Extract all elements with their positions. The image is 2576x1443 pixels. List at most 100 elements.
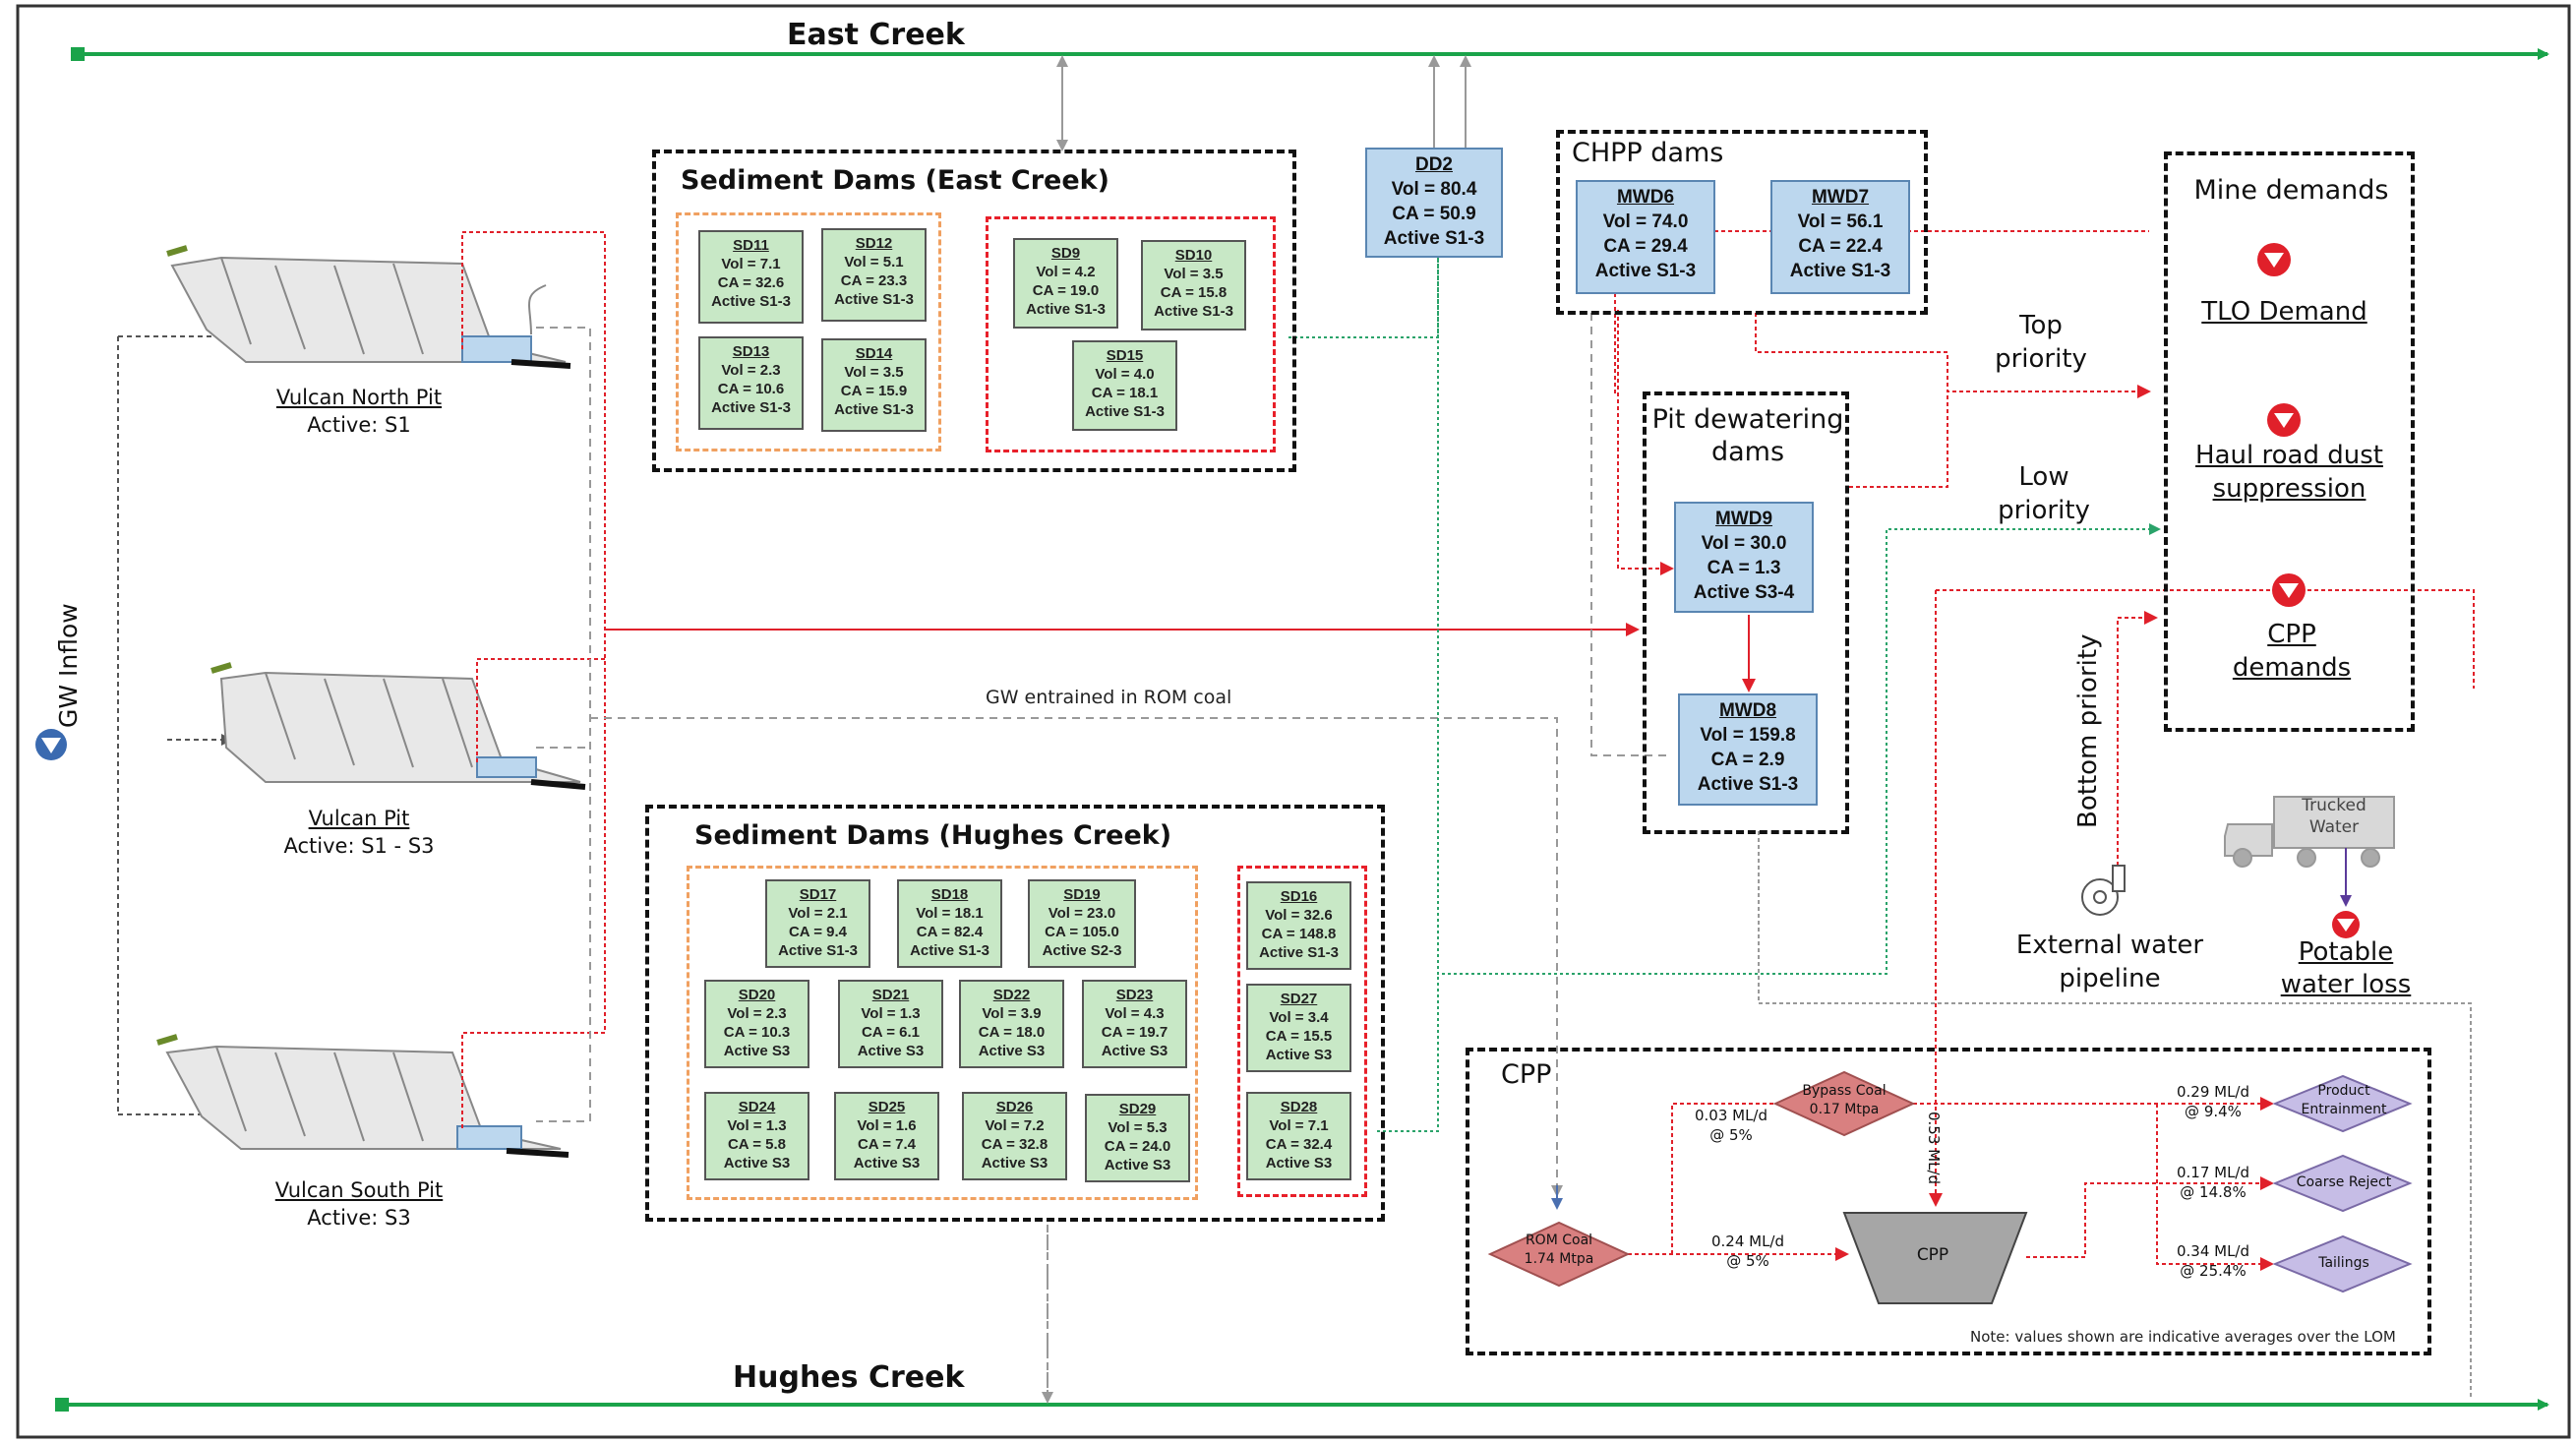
group-title: Sediment Dams (East Creek) (681, 165, 1109, 196)
dam-sd28[interactable]: SD28 Vol = 7.1 CA = 32.4 Active S3 (1246, 1092, 1351, 1180)
sediment-dams-east-group: Sediment Dams (East Creek) (652, 150, 1296, 472)
dam-active: Active S1-3 (834, 401, 914, 418)
gw-entrained-label: GW entrained in ROM coal (986, 687, 1232, 708)
dam-sd25[interactable]: SD25 Vol = 1.6 CA = 7.4 Active S3 (834, 1092, 939, 1180)
dam-vol: Vol = 23.0 (1048, 905, 1116, 922)
dam-sd12[interactable]: SD12 Vol = 5.1 CA = 23.3 Active S1-3 (821, 228, 927, 322)
dam-name: MWD9 (1714, 509, 1773, 529)
dam-name: MWD7 (1811, 187, 1870, 208)
chpp-dams-group: CHPP dams (1556, 130, 1928, 315)
dam-active: Active S3 (723, 1043, 791, 1059)
dam-name: SD14 (855, 345, 893, 362)
sediment-dams-hughes-group: Sediment Dams (Hughes Creek) (645, 805, 1385, 1222)
dam-ca: CA = 105.0 (1045, 924, 1119, 940)
east-creek-line (71, 47, 2549, 61)
trucked-water-label: Trucked Water (2274, 795, 2394, 838)
dam-active: Active S3 (1101, 1043, 1168, 1059)
dam-mwd8[interactable]: MWD8 Vol = 159.8 CA = 2.9 Active S1-3 (1678, 693, 1818, 806)
dam-active: Active S3 (978, 1043, 1046, 1059)
dam-name: SD27 (1280, 991, 1318, 1007)
dam-vol: Vol = 7.1 (1269, 1117, 1329, 1134)
pit-active: Active: S3 (307, 1206, 411, 1230)
dam-sd21[interactable]: SD21 Vol = 1.3 CA = 6.1 Active S3 (838, 980, 943, 1068)
dam-active: Active S1-3 (778, 942, 858, 959)
bypass-coal-label: Bypass Coal 0.17 Mtpa (1780, 1082, 1908, 1119)
haul-road-line2: suppression (2212, 474, 2366, 504)
dam-name: SD15 (1106, 347, 1144, 364)
dam-ca: CA = 2.9 (1710, 750, 1785, 770)
dam-sd16[interactable]: SD16 Vol = 32.6 CA = 148.8 Active S1-3 (1246, 881, 1351, 970)
dam-name: SD12 (855, 235, 893, 252)
dam-vol: Vol = 1.6 (857, 1117, 917, 1134)
potable-line2: water loss (2280, 970, 2412, 999)
dam-active: Active S1-3 (1259, 944, 1339, 961)
dam-sd23[interactable]: SD23 Vol = 4.3 CA = 19.7 Active S3 (1082, 980, 1187, 1068)
dam-active: Active S3 (1104, 1157, 1171, 1173)
dam-sd14[interactable]: SD14 Vol = 3.5 CA = 15.9 Active S1-3 (821, 338, 927, 432)
dam-ca: CA = 18.0 (978, 1024, 1046, 1041)
dam-active: Active S3 (857, 1043, 925, 1059)
outer-frame (16, 4, 2571, 1439)
dam-sd17[interactable]: SD17 Vol = 2.1 CA = 9.4 Active S1-3 (765, 879, 870, 968)
rom-line1: ROM Coal (1525, 1233, 1593, 1248)
dam-sd19[interactable]: SD19 Vol = 23.0 CA = 105.0 Active S2-3 (1028, 879, 1136, 968)
haul-road-icon (2267, 403, 2301, 437)
dam-sd15[interactable]: SD15 Vol = 4.0 CA = 18.1 Active S1-3 (1072, 340, 1177, 431)
dam-sd20[interactable]: SD20 Vol = 2.3 CA = 10.3 Active S3 (704, 980, 809, 1068)
cpp-note: Note: values shown are indicative averag… (1970, 1328, 2396, 1346)
dam-name: SD13 (732, 343, 770, 360)
coarse-reject-diamond (2272, 1154, 2413, 1213)
dam-active: Active S1-3 (1594, 261, 1697, 281)
cpp-group: CPP (1466, 1048, 2431, 1355)
dam-mwd6[interactable]: MWD6 Vol = 74.0 CA = 29.4 Active S1-3 (1576, 180, 1715, 294)
dam-sd27[interactable]: SD27 Vol = 3.4 CA = 15.5 Active S3 (1246, 984, 1351, 1072)
haul-road-label: Haul road dust suppression (2174, 439, 2405, 506)
dam-name: SD20 (738, 987, 776, 1003)
flow-label-cpp-demand: 0.53 ML/d (1925, 1112, 1943, 1185)
dam-sd22[interactable]: SD22 Vol = 3.9 CA = 18.0 Active S3 (959, 980, 1064, 1068)
mine-demands-group: Mine demands (2164, 151, 2415, 732)
dam-sd13[interactable]: SD13 Vol = 2.3 CA = 10.6 Active S1-3 (698, 336, 804, 430)
cpp-flows (1628, 1097, 2274, 1271)
dam-sd10[interactable]: SD10 Vol = 3.5 CA = 15.8 Active S1-3 (1141, 240, 1246, 331)
dam-name: SD24 (738, 1099, 776, 1115)
tlo-demand-label: TLO Demand (2201, 297, 2367, 327)
dam-dd2[interactable]: DD2 Vol = 80.4 CA = 50.9 Active S1-3 (1365, 148, 1503, 258)
dam-ca: CA = 15.8 (1160, 284, 1228, 301)
dam-name: SD28 (1280, 1099, 1318, 1115)
red-dam-flows (1617, 310, 2475, 1207)
dam-active: Active S3 (853, 1155, 921, 1172)
truck-icon (2224, 796, 2395, 868)
hughes-creek-label: Hughes Creek (733, 1360, 965, 1395)
dam-sd9[interactable]: SD9 Vol = 4.2 CA = 19.0 Active S1-3 (1013, 238, 1118, 329)
dam-sd24[interactable]: SD24 Vol = 1.3 CA = 5.8 Active S3 (704, 1092, 809, 1180)
dam-active: Active S1-3 (1697, 774, 1799, 795)
dam-vol: Vol = 4.3 (1105, 1005, 1165, 1022)
east-creek-label: East Creek (787, 18, 965, 52)
dam-name: SD26 (995, 1099, 1034, 1115)
vulcan-north-pit-sketch (166, 245, 571, 369)
potable-water-loss-label: Potable water loss (2262, 936, 2429, 1001)
rom-coal-label: ROM Coal 1.74 Mtpa (1495, 1232, 1623, 1269)
dam-sd26[interactable]: SD26 Vol = 7.2 CA = 32.8 Active S3 (962, 1092, 1067, 1180)
dam-sd18[interactable]: SD18 Vol = 18.1 CA = 82.4 Active S1-3 (897, 879, 1002, 968)
coarse-reject-label: Coarse Reject (2296, 1174, 2392, 1190)
external-line1: External water (2015, 931, 2204, 960)
dam-mwd9[interactable]: MWD9 Vol = 30.0 CA = 1.3 Active S3-4 (1674, 502, 1814, 613)
dam-vol: Vol = 4.0 (1095, 366, 1155, 383)
dam-mwd7[interactable]: MWD7 Vol = 56.1 CA = 22.4 Active S1-3 (1770, 180, 1910, 294)
vulcan-pit-label: Vulcan Pit Active: S1 - S3 (226, 805, 492, 860)
cpp-demands-line2: demands (2232, 653, 2352, 683)
dam-sd11[interactable]: SD11 Vol = 7.1 CA = 32.6 Active S1-3 (698, 230, 804, 324)
dam-ca: CA = 9.4 (788, 924, 848, 940)
dam-name: SD17 (799, 886, 837, 903)
pit-name: Vulcan Pit (308, 807, 410, 830)
group-title: Pit dewatering dams (1647, 403, 1849, 468)
dam-sd29[interactable]: SD29 Vol = 5.3 CA = 24.0 Active S3 (1085, 1094, 1190, 1182)
bypass-line2: 0.17 Mtpa (1809, 1102, 1880, 1117)
dam-active: Active S1-3 (1383, 228, 1485, 249)
dam-vol: Vol = 2.3 (727, 1005, 787, 1022)
dam-ca: CA = 19.0 (1032, 282, 1100, 299)
pit-name: Vulcan North Pit (275, 386, 443, 409)
